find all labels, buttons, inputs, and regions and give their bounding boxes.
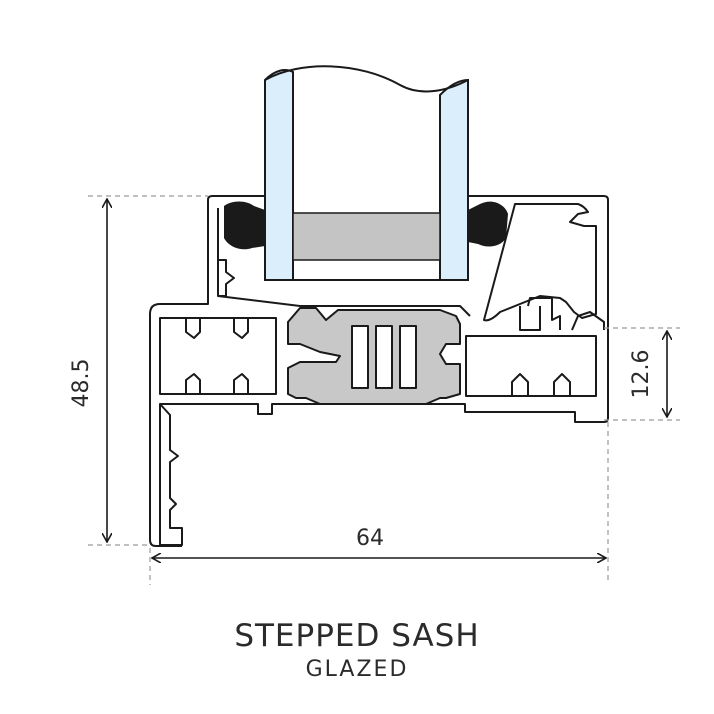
dim-label-height-overall: 48.5 [69, 359, 94, 408]
glazing-gaskets [224, 201, 508, 250]
sash-lower-right-slots [511, 297, 571, 396]
sash-upper-chamber [217, 208, 471, 317]
extension-lines [88, 195, 680, 585]
thermal-break-body [287, 307, 461, 405]
diagram-title: STEPPED SASH [234, 618, 480, 654]
sash-step-rebate [571, 311, 605, 331]
diagram-subtitle: GLAZED [305, 657, 409, 682]
glass-top-edge [264, 65, 469, 93]
sash-profile [149, 195, 609, 547]
dimension-lines [107, 199, 667, 558]
dim-label-width-overall: 64 [356, 526, 384, 551]
thermal-break-slot-3 [399, 325, 417, 389]
sash-lower-left-box [159, 317, 277, 395]
gasket-right [468, 201, 508, 247]
thermal-break-slot-2 [375, 325, 393, 389]
sash-lower-right-box [465, 335, 597, 397]
gasket-left [224, 201, 265, 250]
thermal-break-slot-1 [351, 325, 369, 389]
thermal-break [287, 307, 461, 405]
glazing-spacer [292, 212, 441, 261]
sash-left-upright [149, 200, 209, 547]
sash-right-chamber [483, 203, 597, 322]
dim-label-step-height: 12.6 [629, 350, 654, 399]
glazing-unit [264, 65, 469, 281]
glass-pane-right [439, 78, 469, 281]
glass-pane-left [264, 69, 294, 281]
sash-lower-left-slots [185, 318, 249, 394]
sash-outer-outline [159, 195, 609, 546]
